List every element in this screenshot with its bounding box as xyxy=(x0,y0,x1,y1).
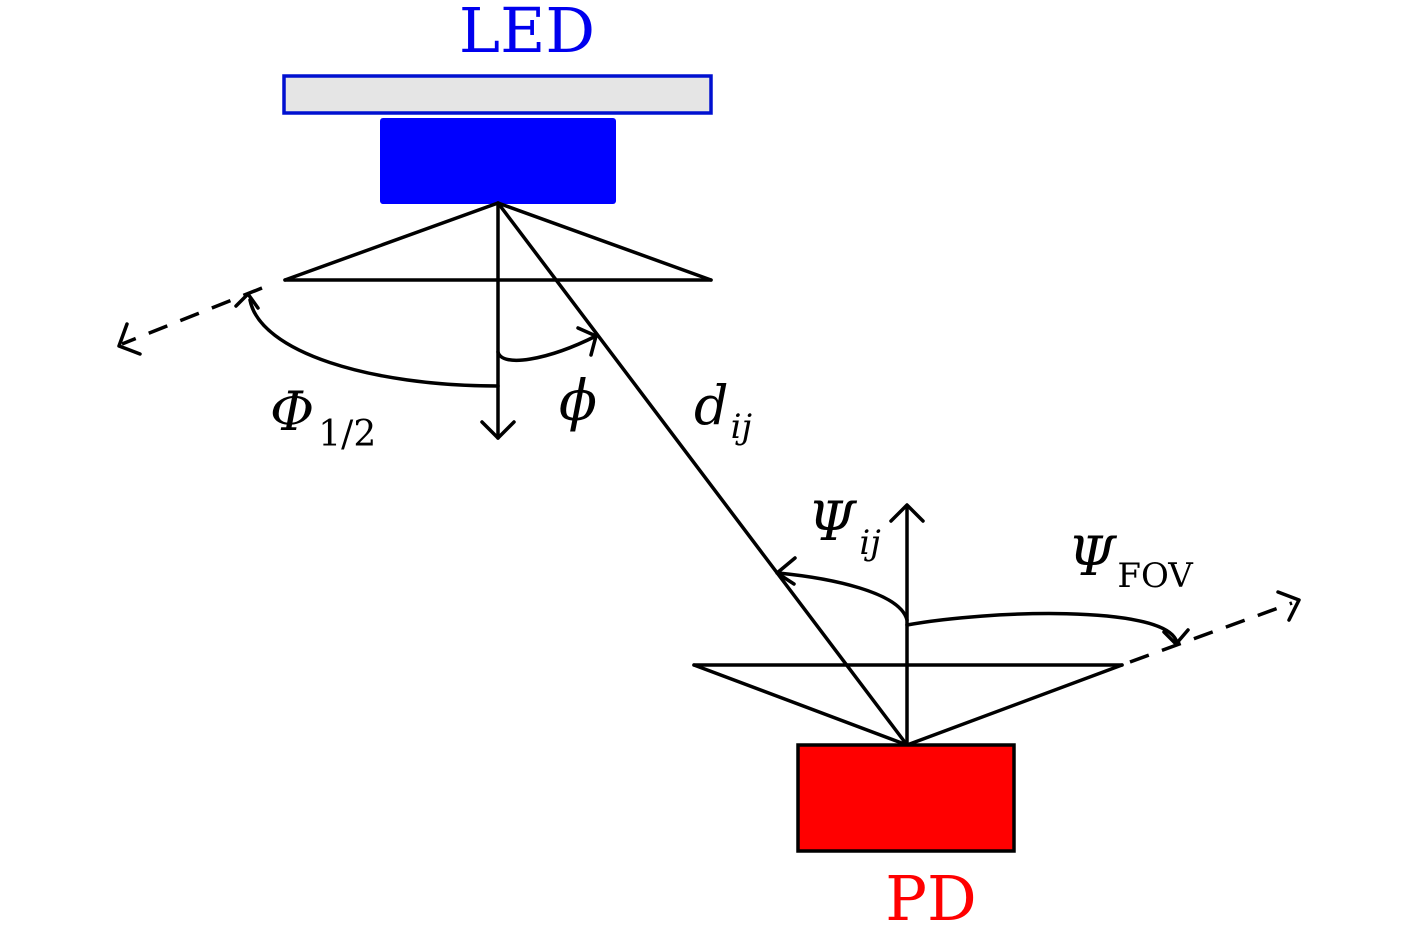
led-body xyxy=(380,118,616,204)
led-panel xyxy=(282,74,713,115)
link-distance-line xyxy=(496,201,909,747)
fov-ray-arrowhead xyxy=(1276,590,1301,622)
half-power-angle-arc xyxy=(248,298,500,388)
pd-label: PD xyxy=(885,862,976,926)
fov-angle-arc xyxy=(905,611,1178,642)
irradiance-angle-arc-arrowhead xyxy=(576,326,598,357)
led-label: LED xyxy=(459,0,595,67)
incidence-angle-arc xyxy=(776,571,909,622)
fov-angle-label: ΨFOV xyxy=(1068,525,1194,596)
half-power-ray-arrowhead xyxy=(117,322,142,356)
incidence-angle-arc-arrowhead xyxy=(775,556,797,586)
led-normal-arrowhead xyxy=(480,420,516,440)
pd-body xyxy=(796,743,1016,853)
half-power-ray xyxy=(121,286,263,346)
link-distance-label: dij xyxy=(694,374,752,447)
half-power-angle-arc-arrowhead xyxy=(234,292,260,310)
irradiance-angle-label: ϕ xyxy=(559,369,597,434)
pd-normal-arrowhead xyxy=(889,503,925,523)
fov-ray xyxy=(1129,601,1293,664)
irradiance-angle-arc xyxy=(496,334,598,363)
